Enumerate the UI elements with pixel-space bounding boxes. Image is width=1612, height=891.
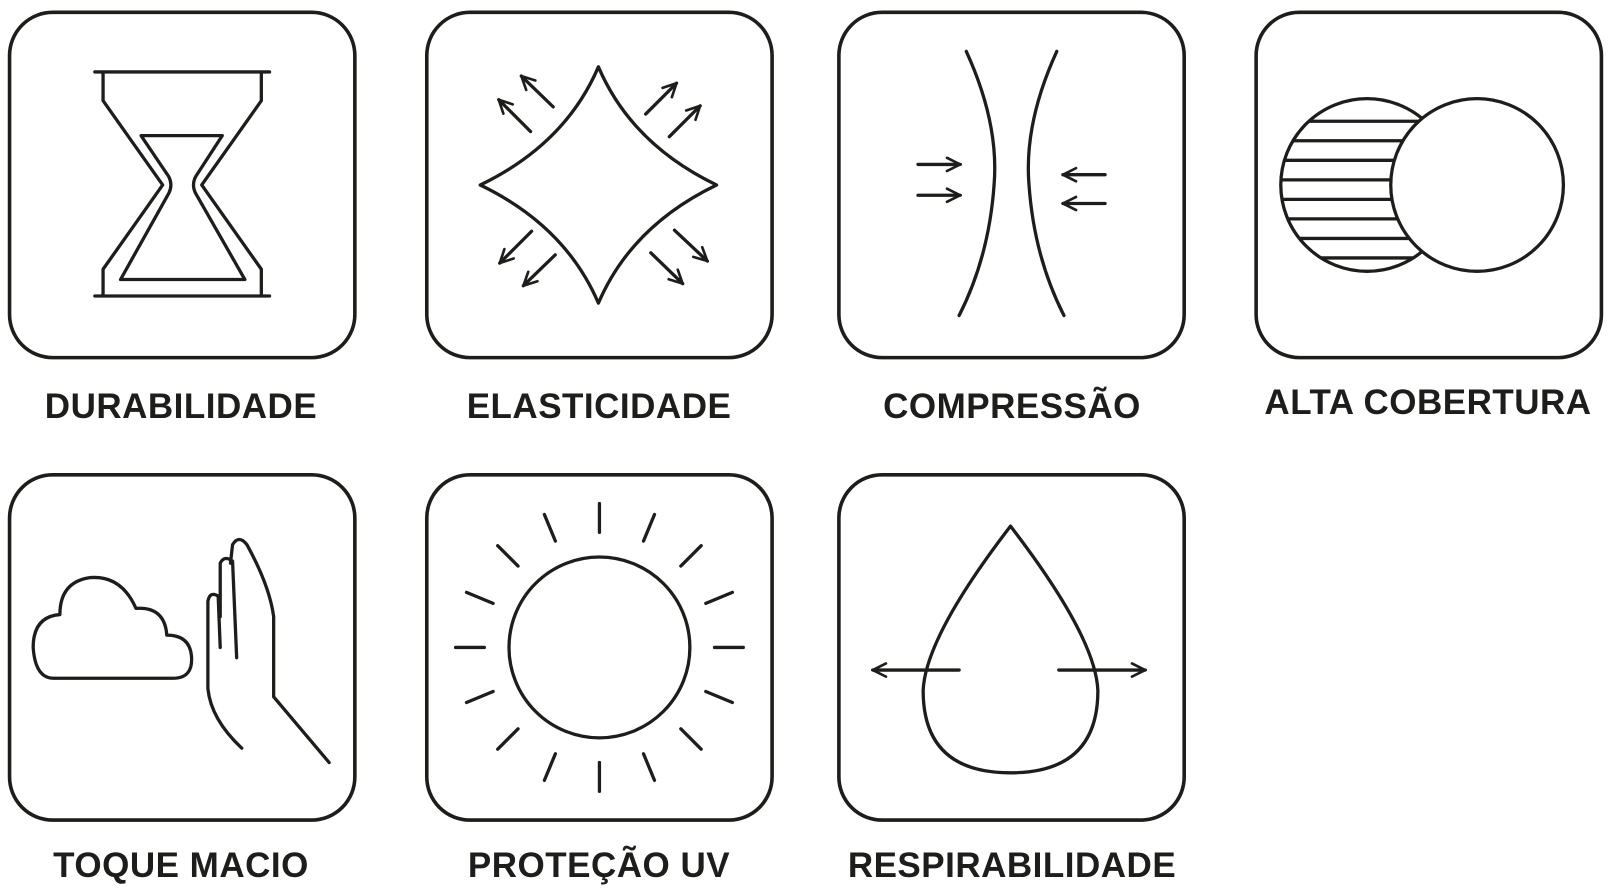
hand-icon [206, 537, 331, 765]
sun-ray [464, 590, 495, 606]
stretch-star-icon [424, 10, 774, 360]
cloud-icon [31, 575, 194, 680]
compression-icon [837, 10, 1186, 360]
coverage-circles-icon [1254, 10, 1604, 360]
sun-ray [704, 590, 735, 606]
feature-label-toque-macio: TOQUE MACIO [53, 846, 309, 885]
sun-ray [542, 752, 558, 783]
sun-ray [496, 544, 520, 568]
feature-label-alta-cobertura: ALTA COBERTURA [1264, 383, 1592, 422]
sun-ray [679, 727, 703, 751]
sun-ray [496, 727, 520, 751]
sun-icon [424, 472, 774, 822]
feature-label-protecao-uv: PROTEÇÃO UV [467, 846, 731, 885]
hourglass-icon [7, 10, 357, 360]
sun-ray [464, 689, 495, 705]
sun-ray [641, 512, 657, 543]
feature-label-respirabilidade: RESPIRABILIDADE [847, 846, 1177, 885]
sun-ray [641, 752, 657, 783]
soft-touch-icon [7, 472, 357, 822]
feature-label-elasticidade: ELASTICIDADE [466, 387, 732, 426]
sun-ray [704, 689, 735, 705]
sun-ray [679, 544, 703, 568]
breathable-drop-icon [837, 472, 1186, 822]
feature-label-durabilidade: DURABILIDADE [44, 387, 318, 426]
sun-ray [542, 512, 558, 543]
feature-label-compressao: COMPRESSÃO [883, 387, 1141, 426]
